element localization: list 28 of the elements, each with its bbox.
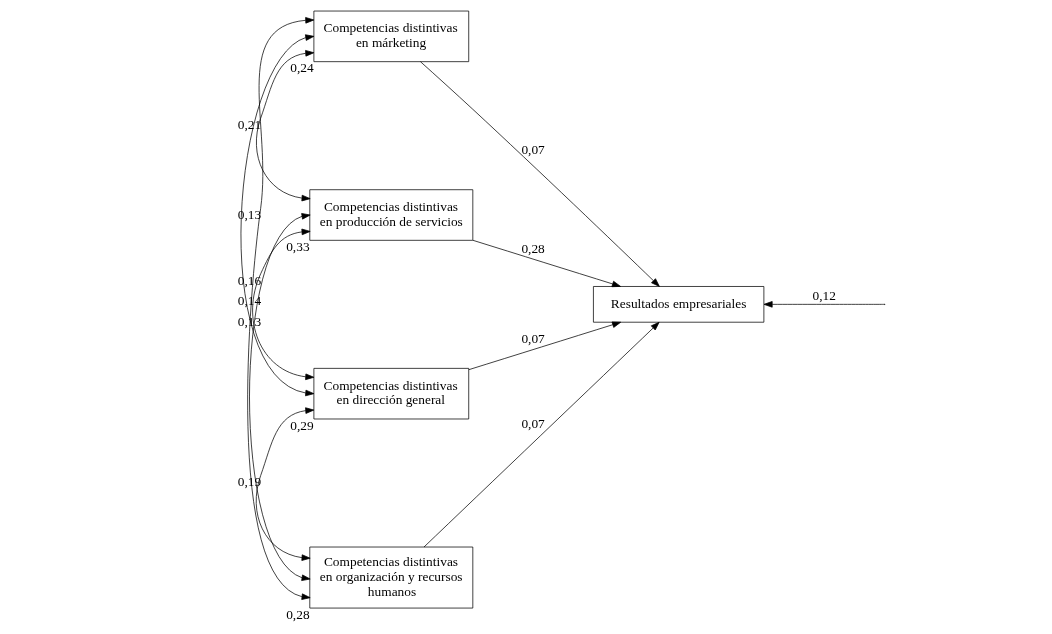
arrow [763, 301, 885, 308]
arrow [240, 34, 314, 397]
arrow [472, 239, 621, 288]
node-label: 0,33 [285, 239, 310, 255]
arrow [255, 407, 314, 561]
edge-label: 0,07 [520, 141, 545, 157]
arrow [423, 321, 660, 548]
node-box: Resultados empresariales [592, 286, 764, 323]
arrow [251, 228, 314, 381]
arrow [467, 321, 621, 371]
node-label: 0,24 [289, 60, 314, 76]
node-box: Competencias distintivas en producción de servicios [308, 189, 473, 241]
edge-label: 0,07 [520, 416, 545, 432]
arrow [248, 213, 311, 581]
edge-label: 0,12 [811, 288, 836, 304]
node-box: Competencias distintivas en organización y recursos humanos [308, 546, 473, 609]
edge-label: 0,28 [520, 241, 545, 257]
edge-label: 0,19 [237, 474, 261, 490]
node-label: 0,28 [285, 606, 310, 622]
arrow [419, 61, 660, 287]
arrow [246, 17, 314, 600]
node-box: Competencias distintivas en dirección general [313, 368, 469, 420]
node-label: 0,29 [289, 417, 314, 433]
edge-label: 0,21 [237, 116, 261, 132]
arrow [255, 50, 314, 202]
edge-label: 0,16 [237, 272, 261, 288]
edge-label: 0,07 [520, 330, 545, 346]
node-box: Competencias distintivas en márketing [313, 10, 469, 63]
